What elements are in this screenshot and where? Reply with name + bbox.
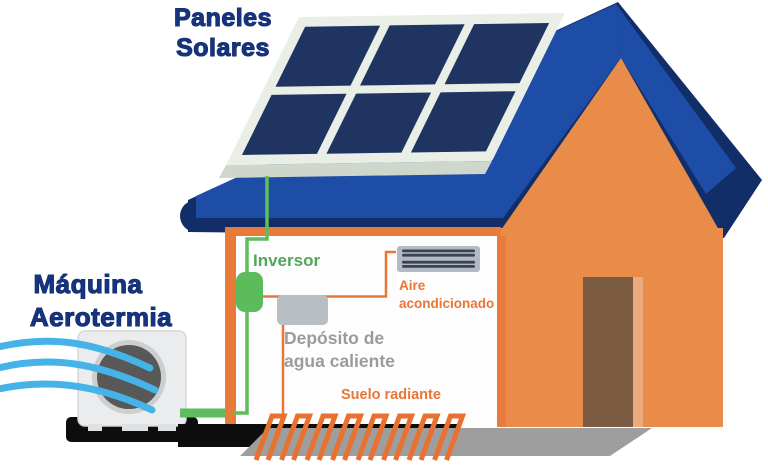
wall-cut-top [225, 227, 501, 236]
inverter-label: Inversor [253, 251, 320, 270]
panel-cell [241, 93, 347, 155]
aerothermal-label-line1: Máquina [34, 269, 143, 299]
panel-cell [275, 25, 381, 87]
solar-panels-label-line1: Paneles [174, 4, 272, 32]
wall-cut-strip [497, 236, 506, 427]
ac-vent-slat [402, 265, 475, 268]
air-waves-icon [0, 337, 159, 414]
solar-panel-side [219, 161, 492, 178]
solar-panels-label-line2: Solares [176, 34, 270, 62]
panel-to-inverter-line [245, 176, 269, 278]
inverter-box [236, 272, 263, 312]
aerothermal-label-line2: Aerotermia [30, 302, 172, 332]
hot-water-tank-label-line2: agua caliente [284, 351, 395, 371]
radiant-floor-label: Suelo radiante [341, 387, 441, 403]
wall-cut-left [225, 227, 236, 427]
gable-wall [501, 58, 719, 230]
panel-cell [410, 91, 516, 153]
ac-vent-slat [402, 260, 475, 264]
heat-pump-foot [88, 424, 102, 431]
panel-cell [360, 24, 465, 86]
ac-vent-slat [402, 249, 475, 253]
panel-cell [326, 92, 432, 154]
hot-water-tank-box [277, 295, 328, 325]
solar-panel [226, 13, 565, 165]
door-edge [633, 277, 643, 427]
heat-pump-foot [158, 424, 176, 431]
ac-vent-slat [402, 253, 475, 257]
air-conditioning-label-line2: acondicionado [399, 296, 494, 311]
door [583, 277, 633, 427]
air-conditioning-label-line1: Aire [399, 278, 426, 293]
heat-pump-foot [122, 424, 148, 431]
inverter-to-pump-line [234, 308, 249, 415]
roof-right-face [616, 4, 736, 194]
hot-water-tank-label-line1: Depósito de [284, 328, 384, 348]
panel-cell [444, 23, 550, 85]
